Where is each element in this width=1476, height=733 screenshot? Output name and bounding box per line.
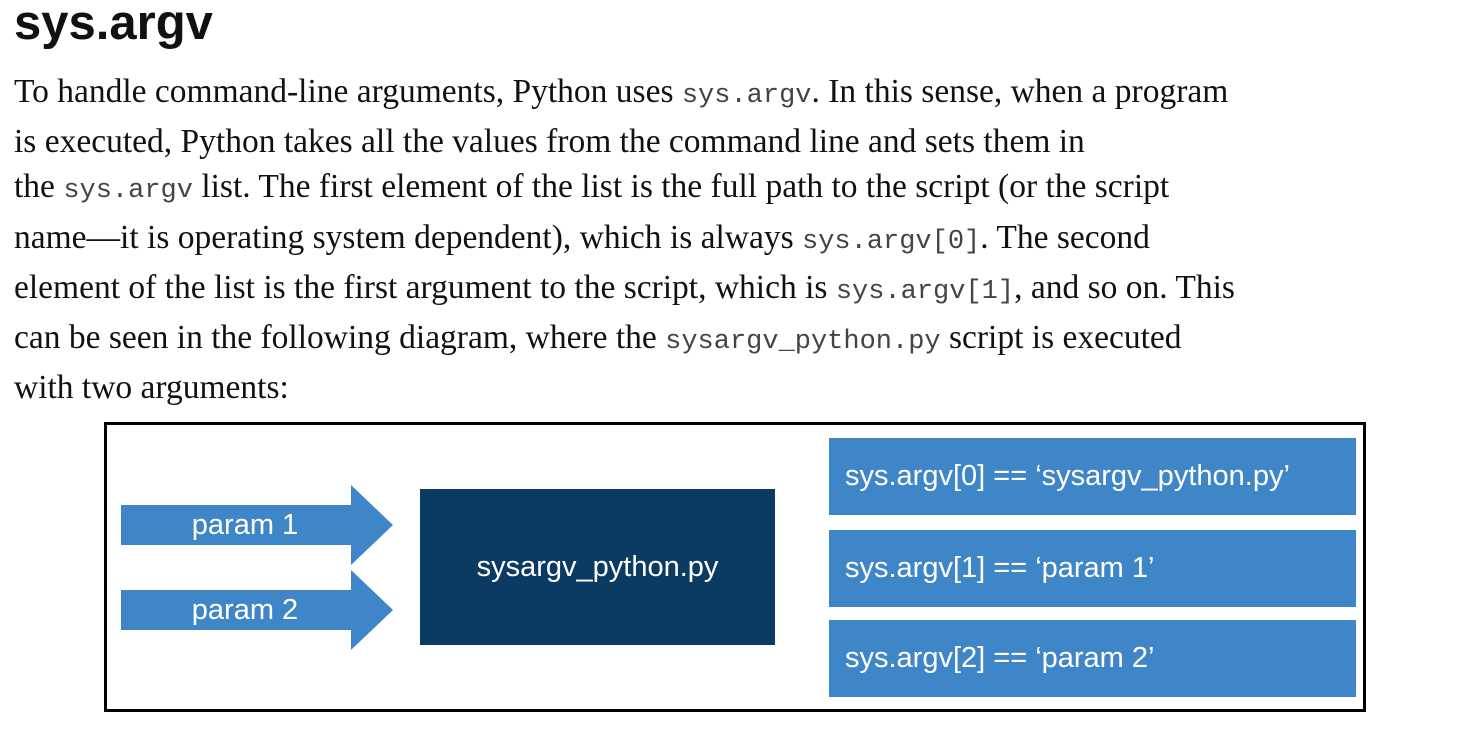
argv-2-box: sys.argv[2] == ‘param 2’ [829,620,1356,697]
text-run: script is executed [940,319,1182,357]
param-2-label: param 2 [191,594,299,626]
section-heading: sys.argv [14,0,213,50]
inline-code: sys.argv[0] [802,226,981,257]
argv-1-box: sys.argv[1] == ‘param 1’ [829,530,1356,607]
param-2-arrow: param 2 [121,570,393,650]
paragraph-line: is executed, Python takes all the values… [14,119,1466,164]
right-arrow-icon [121,485,393,565]
paragraph-line: the sys.argv list. The first element of … [14,164,1466,214]
paragraph-line: with two arguments: [14,365,1466,410]
inline-code: sys.argv [681,81,812,111]
argv-0-box: sys.argv[0] == ‘sysargv_python.py’ [829,438,1356,515]
param-1-label: param 1 [191,509,299,541]
paragraph-line: To handle command-line arguments, Python… [14,69,1466,119]
script-box: sysargv_python.py [420,489,775,645]
text-run: . In this sense, when a program [811,73,1229,110]
text-run: list. The first element of the list is t… [192,168,1170,206]
text-run: element of the list is the first argumen… [14,268,836,306]
body-paragraph: To handle command-line arguments, Python… [14,69,1466,410]
right-arrow-icon [121,570,393,650]
paragraph-line: element of the list is the first argumen… [14,265,1466,315]
text-run: the [14,168,64,206]
text-run: with two arguments: [14,369,289,407]
paragraph-line: name—it is operating system dependent), … [14,215,1466,265]
inline-code: sys.argv [63,176,193,207]
paragraph-line: can be seen in the following diagram, wh… [14,315,1466,365]
text-run: name—it is operating system dependent), … [14,218,803,256]
inline-code: sysargv_python.py [665,327,941,358]
param-1-arrow: param 1 [121,485,393,565]
inline-code: sys.argv[1] [835,276,1015,307]
text-run: , and so on. This [1014,268,1235,306]
text-run: is executed, Python takes all the values… [14,123,1085,161]
text-run: . The second [980,218,1150,256]
sys-argv-diagram: param 1 param 2 sysargv_python.py sys.ar… [104,422,1366,712]
text-run: can be seen in the following diagram, wh… [14,319,666,357]
text-run: To handle command-line arguments, Python… [14,73,682,110]
